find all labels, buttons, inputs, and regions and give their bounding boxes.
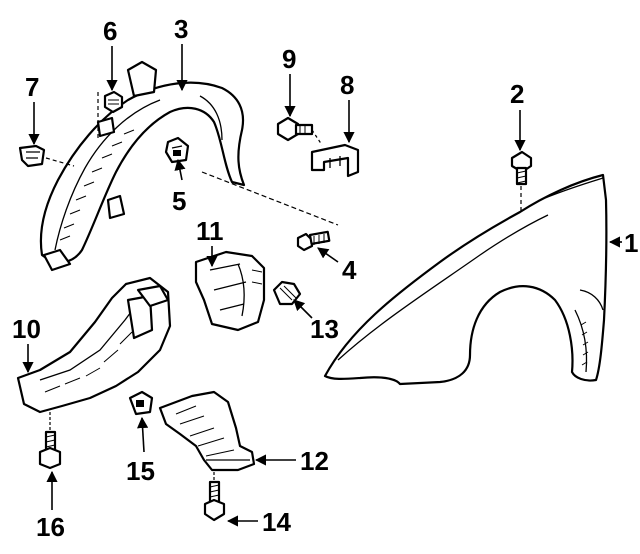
retainer-7	[18, 144, 75, 168]
callout-12: 12	[300, 446, 329, 476]
callout-14: 14	[262, 507, 291, 537]
leader-15	[137, 416, 149, 453]
lower-shield	[158, 390, 256, 472]
clip-15	[128, 390, 154, 416]
callout-6: 6	[103, 16, 117, 46]
bolt-14	[203, 472, 226, 522]
leader-arrows	[22, 44, 622, 527]
callout-16: 16	[36, 512, 65, 542]
bracket-8	[310, 143, 360, 178]
bolt-9	[276, 116, 323, 146]
callout-labels: 1 2 3 4 5 6 7 8 9 10 11 12 13 14 15 16	[12, 14, 638, 542]
screw-4	[296, 230, 331, 252]
leader-13	[293, 299, 313, 319]
leader-5	[174, 158, 186, 181]
callout-15: 15	[126, 456, 155, 486]
fender-liner	[39, 60, 339, 272]
callout-13: 13	[310, 314, 339, 344]
clip-5	[164, 136, 190, 164]
bushing-13	[272, 280, 302, 306]
fender-panel	[323, 173, 608, 386]
leader-4	[317, 247, 339, 263]
callout-3: 3	[174, 14, 188, 44]
screw-6	[97, 90, 124, 140]
callout-4: 4	[342, 255, 357, 285]
callout-1: 1	[624, 228, 638, 258]
callout-2: 2	[510, 79, 524, 109]
bracket-11	[194, 250, 266, 332]
callout-5: 5	[172, 186, 186, 216]
bolt-16	[38, 412, 62, 470]
callout-11: 11	[196, 216, 224, 246]
callout-9: 9	[282, 44, 296, 74]
callout-7: 7	[25, 72, 39, 102]
splash-shield	[16, 276, 172, 414]
fender-bolt	[510, 150, 533, 212]
callout-10: 10	[12, 314, 41, 344]
callout-8: 8	[340, 70, 354, 100]
